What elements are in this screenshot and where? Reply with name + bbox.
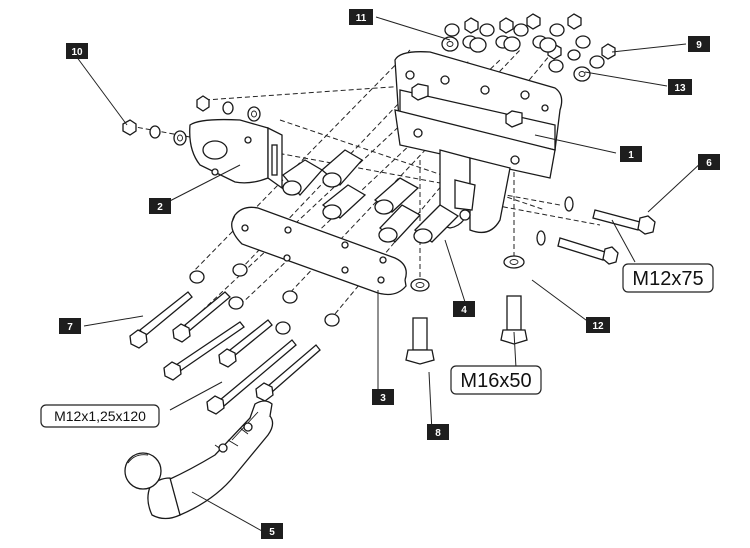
callout-3: 3 <box>372 389 394 405</box>
leader-lines <box>75 16 704 532</box>
spacer-tube <box>413 204 460 244</box>
bolt <box>129 291 193 349</box>
bolt-part-8 <box>405 278 435 365</box>
callout-2-label: 2 <box>157 202 163 213</box>
spacer-tube <box>321 184 367 220</box>
callout-3-label: 3 <box>380 393 386 404</box>
spacer-tube <box>378 204 422 243</box>
callout-13: 13 <box>668 79 692 95</box>
callout-10-label: 10 <box>71 47 83 58</box>
callout-7-label: 7 <box>67 322 73 333</box>
side-bracket-part-2 <box>189 118 283 190</box>
callout-6: 6 <box>698 154 720 170</box>
bolt-label-m16x50-text: M16x50 <box>460 370 531 392</box>
spacer-tube <box>373 177 420 215</box>
callout-5-label: 5 <box>269 527 275 538</box>
callout-1-label: 1 <box>628 150 634 161</box>
long-bolts-part-7 <box>129 263 340 415</box>
callout-9-label: 9 <box>696 40 702 51</box>
bolt-label-m12x125x120: M12x1,25x120 <box>40 404 160 428</box>
callout-4-label: 4 <box>461 305 467 316</box>
callout-12-label: 12 <box>592 321 604 332</box>
bolt <box>206 339 297 415</box>
callout-4: 4 <box>453 301 475 317</box>
spacer-tube <box>320 149 364 188</box>
bolt-label-m12x75: M12x75 <box>622 263 714 293</box>
bolt <box>163 321 245 381</box>
callout-11: 11 <box>349 9 373 25</box>
bolt <box>172 291 231 343</box>
callout-10: 10 <box>66 43 88 59</box>
callout-8: 8 <box>427 424 449 440</box>
callout-13-label: 13 <box>674 83 686 94</box>
main-frame-part-1 <box>394 51 563 234</box>
bolt-label-m12x75-text: M12x75 <box>632 268 703 290</box>
callout-5: 5 <box>261 523 283 539</box>
callout-12: 12 <box>586 317 610 333</box>
bolt <box>218 319 273 368</box>
spacer-tube <box>282 159 324 196</box>
callout-6-label: 6 <box>706 158 712 169</box>
callout-7: 7 <box>59 318 81 334</box>
bolt <box>255 344 321 402</box>
big-bolt-m16x50 <box>500 255 528 345</box>
mounting-plate-part-3 <box>231 206 407 296</box>
bolt-label-m16x50: M16x50 <box>450 365 542 395</box>
callout-8-label: 8 <box>435 428 441 439</box>
bolts-part-6 <box>536 196 656 265</box>
callout-2: 2 <box>149 198 171 214</box>
callout-11-label: 11 <box>356 13 367 24</box>
tow-ball-part-5 <box>124 400 274 520</box>
nut-and-washer-set-left <box>122 95 261 146</box>
callout-1: 1 <box>620 146 642 162</box>
bolt-label-m12x125x120-text: M12x1,25x120 <box>54 408 146 424</box>
spacer-tubes <box>282 149 460 244</box>
callout-9: 9 <box>688 36 710 52</box>
nut-and-washer-grid <box>441 13 616 82</box>
